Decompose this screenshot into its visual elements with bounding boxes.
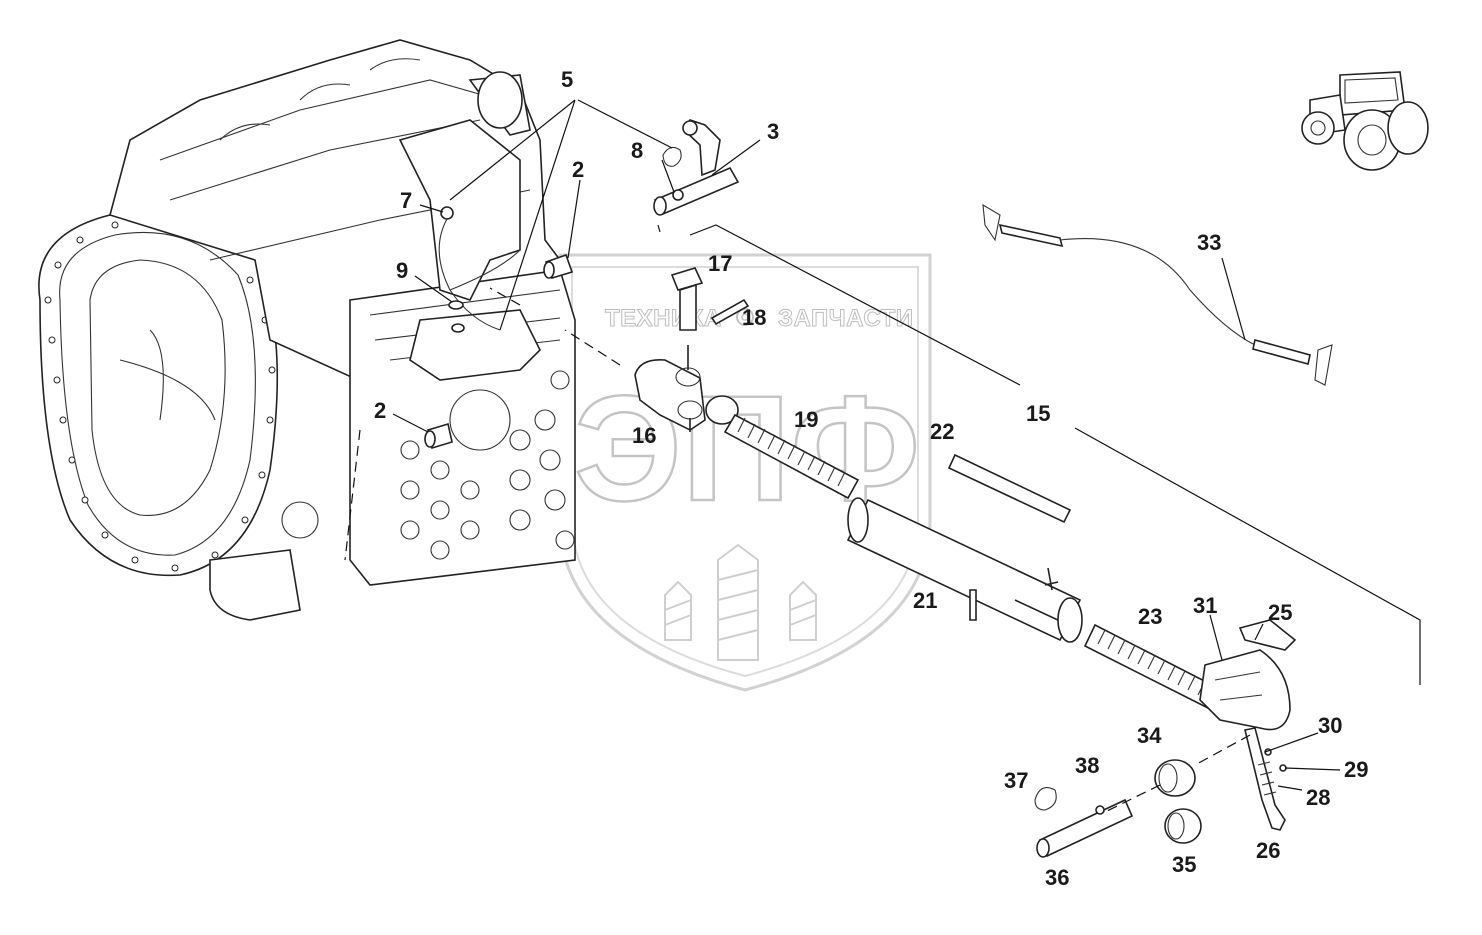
callout-15: 15: [1026, 401, 1050, 426]
callout-38: 38: [1075, 753, 1099, 778]
callout-35: 35: [1172, 852, 1196, 877]
callout-7: 7: [400, 188, 412, 213]
callout-2: 2: [374, 398, 386, 423]
callout-33: 33: [1197, 230, 1221, 255]
callout-25: 25: [1268, 600, 1292, 625]
part-hook: [1199, 619, 1297, 731]
callout-17: 17: [708, 251, 732, 276]
part-2-bushing-lower: [424, 422, 453, 450]
callout-28: 28: [1306, 785, 1330, 810]
callout-21: 21: [913, 588, 937, 613]
part-34-ball: [1154, 759, 1196, 797]
watermark-brand-left: ТЕХНИКА: [605, 305, 722, 332]
part-33-cable: [982, 203, 1333, 386]
part-37-clip: [1034, 787, 1057, 811]
callout-36: 36: [1045, 865, 1069, 890]
callout-5: 5: [561, 67, 573, 92]
callout-30: 30: [1318, 713, 1342, 738]
part-23-threaded-rod: [1083, 623, 1220, 710]
part-9-washer: [448, 300, 465, 333]
part-7-chain: [438, 206, 521, 331]
callout-8: 8: [631, 138, 643, 163]
part-22-key: [947, 453, 1072, 524]
callout-19: 19: [794, 407, 818, 432]
part-3-lever-pin: [653, 119, 740, 216]
part-8-clip: [662, 146, 684, 201]
callout-23: 23: [1138, 604, 1162, 629]
transmission-housing: [38, 39, 576, 621]
part-18-cotter: [710, 298, 750, 326]
tractor-icon: [1301, 71, 1429, 171]
callout-2: 2: [572, 157, 584, 182]
watermark-brand-right: ЗАПЧАСТИ: [778, 305, 914, 332]
part-35-ball: [1164, 808, 1202, 844]
callout-37: 37: [1004, 768, 1028, 793]
callout-31: 31: [1193, 593, 1217, 618]
part-19-threaded-rod: [705, 395, 860, 500]
leader-lines: [344, 99, 1421, 813]
callout-3: 3: [767, 119, 779, 144]
callout-22: 22: [930, 419, 954, 444]
callout-26: 26: [1256, 838, 1280, 863]
part-17-pin: [670, 267, 704, 331]
part-36-pin: [1036, 798, 1134, 858]
callout-29: 29: [1344, 757, 1368, 782]
callout-16: 16: [632, 423, 656, 448]
callout-18: 18: [742, 305, 766, 330]
part-16-clevis: [634, 345, 706, 432]
callout-labels: 5 3 8 2 7 17 9 18 2 19 16 22 15 33 21 23…: [374, 67, 1368, 890]
wheat-ears-icon: [664, 543, 817, 661]
part-2-bushing-upper: [543, 253, 574, 279]
callout-34: 34: [1137, 723, 1162, 748]
part-21-tube: [846, 497, 1083, 643]
callout-9: 9: [396, 258, 408, 283]
part-latch-assembly: [1244, 727, 1287, 831]
gear-icon: [736, 308, 754, 326]
